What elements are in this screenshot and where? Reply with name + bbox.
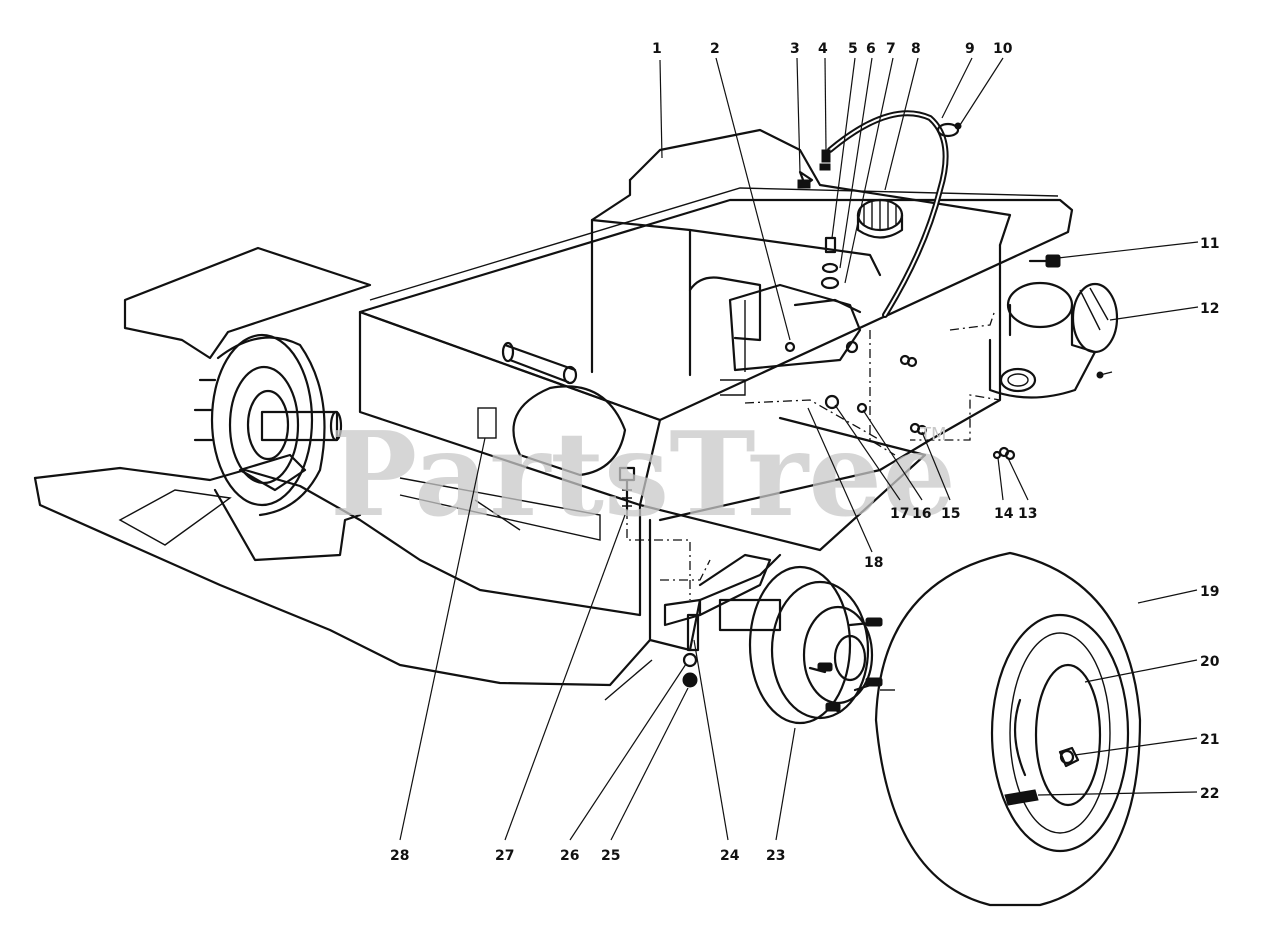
callout-14: 14 <box>994 506 1014 522</box>
callout-26: 26 <box>560 848 579 864</box>
callout-15: 15 <box>941 506 960 522</box>
watermark: PartsTree TM <box>330 407 956 543</box>
callout-11: 11 <box>1200 236 1219 252</box>
air-cleaner <box>988 281 1119 399</box>
callout-23: 23 <box>766 848 785 864</box>
axle-tube <box>501 341 578 385</box>
spindle-bracket <box>660 559 711 688</box>
callout-7: 7 <box>886 41 896 57</box>
callout-25: 25 <box>601 848 620 864</box>
callout-4: 4 <box>818 41 828 57</box>
callout-10: 10 <box>993 41 1013 57</box>
callout-17: 17 <box>890 506 909 522</box>
front-hub <box>698 553 895 725</box>
watermark-text: PartsTree <box>330 407 956 543</box>
nut-washer-13-14 <box>992 446 1016 461</box>
callout-2: 2 <box>710 41 720 57</box>
front-tire <box>874 551 1142 907</box>
callout-24: 24 <box>720 848 740 864</box>
leader-lines <box>399 57 1199 841</box>
callout-3: 3 <box>790 41 800 57</box>
callout-22: 22 <box>1200 786 1219 802</box>
engine-block <box>590 128 1012 396</box>
gas-cap <box>856 198 904 239</box>
callout-8: 8 <box>911 41 921 57</box>
watermark-tm: TM <box>919 424 947 445</box>
fuel-fittings <box>797 149 840 290</box>
bracket-hardware <box>744 330 928 456</box>
callout-6: 6 <box>866 41 876 57</box>
callout-21: 21 <box>1200 732 1219 748</box>
callout-5: 5 <box>848 41 858 57</box>
callout-numbers: 1 2 3 4 5 6 7 8 9 10 11 12 13 14 15 16 1… <box>390 41 1220 864</box>
chassis-frame <box>33 187 1074 701</box>
callout-27: 27 <box>495 848 514 864</box>
bolt-11 <box>1028 254 1061 268</box>
left-fender <box>512 385 627 477</box>
left-rear-hub <box>193 333 343 517</box>
callout-16: 16 <box>912 506 931 522</box>
callout-20: 20 <box>1200 654 1220 670</box>
callout-28: 28 <box>390 848 409 864</box>
callout-19: 19 <box>1200 584 1219 600</box>
callout-9: 9 <box>965 41 975 57</box>
callout-1: 1 <box>652 41 662 57</box>
fuel-line <box>827 110 949 318</box>
hose-clamp <box>936 122 962 138</box>
bolt-27 <box>618 466 691 600</box>
callout-18: 18 <box>864 555 883 571</box>
callout-12: 12 <box>1200 301 1219 317</box>
callout-13: 13 <box>1018 506 1037 522</box>
